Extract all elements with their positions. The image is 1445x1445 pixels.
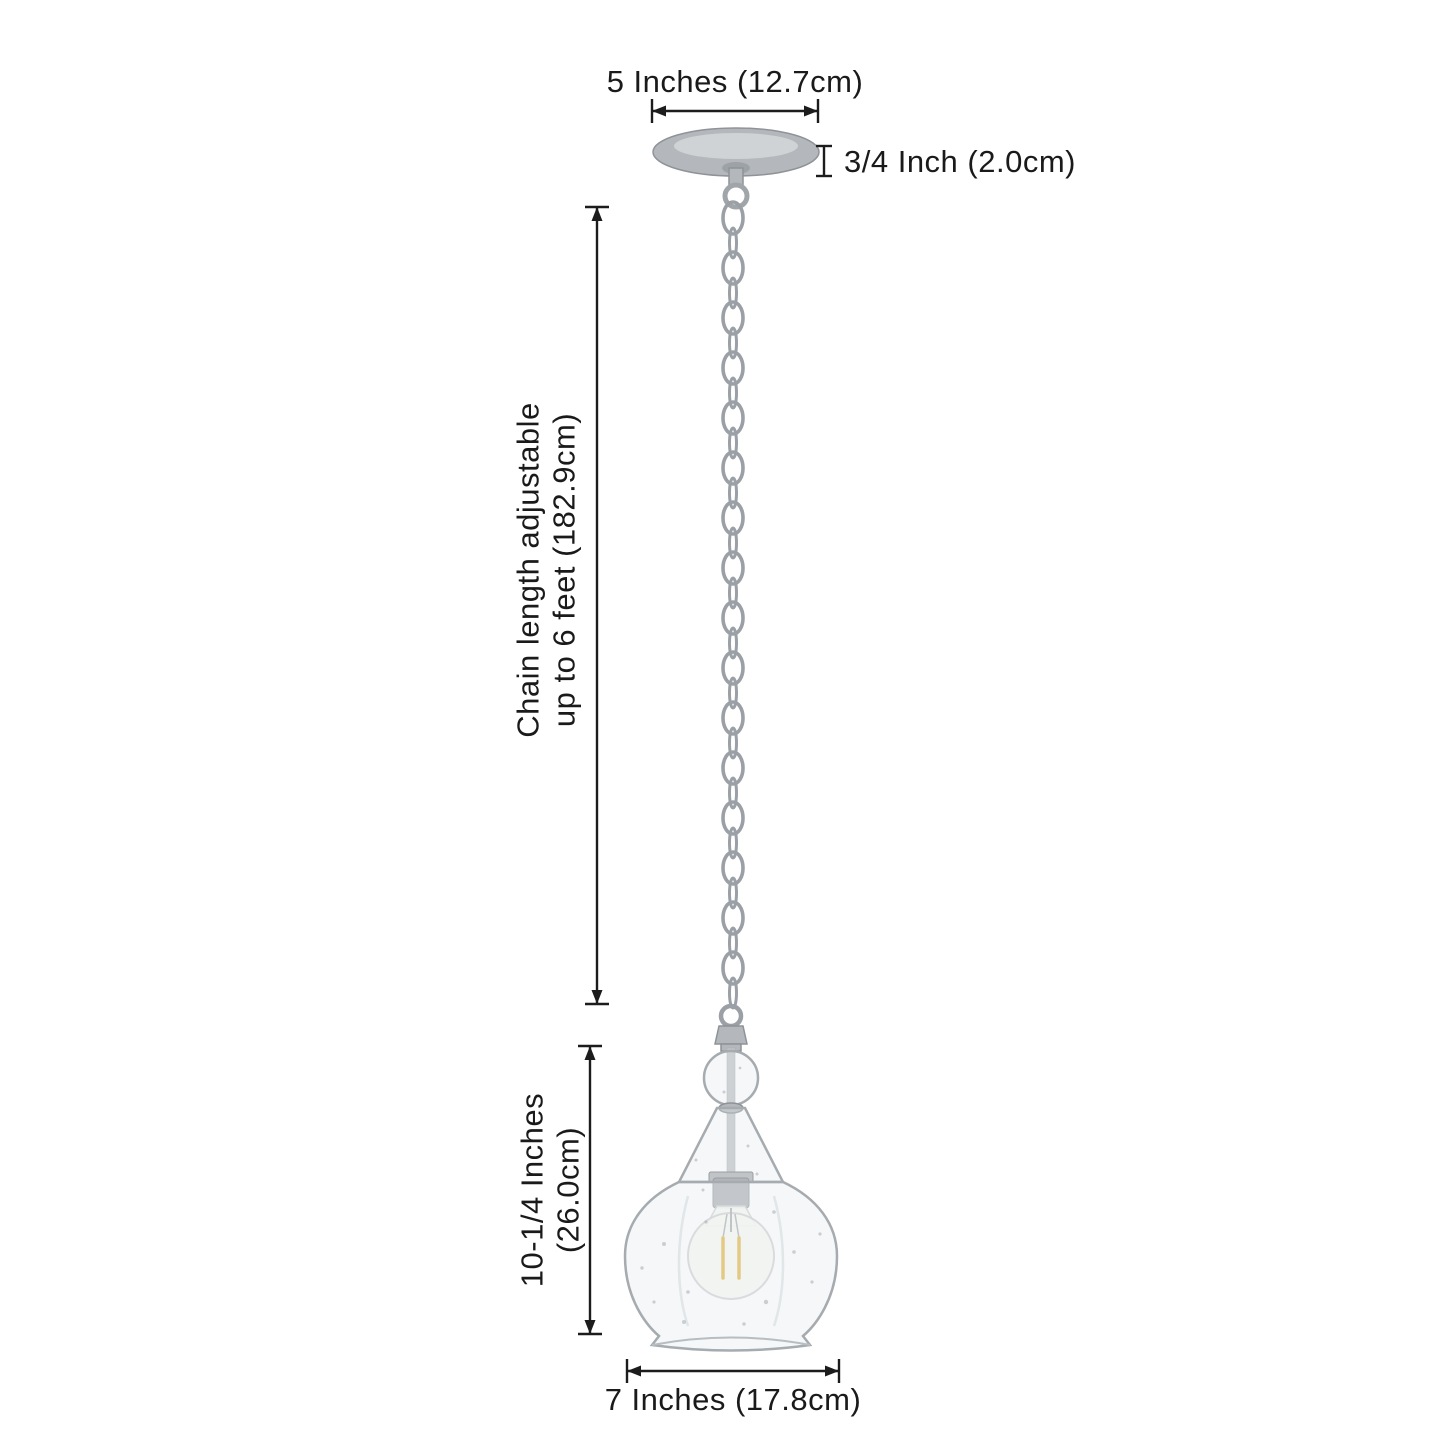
pendant-loop: [718, 1003, 744, 1029]
canopy-width-label: 5 Inches (12.7cm): [607, 64, 864, 99]
canopy-thickness-dimension: 3/4 Inch (2.0cm): [816, 144, 1076, 179]
glass-shade: [623, 1180, 839, 1352]
canopy-loop: [722, 182, 750, 210]
shade-width-label: 7 Inches (17.8cm): [605, 1382, 862, 1417]
ceiling-canopy: [652, 127, 820, 210]
pendant-fixture: [623, 1003, 839, 1352]
shade-height-dimension: 10-1/4 Inches (26.0cm): [515, 1044, 602, 1336]
glass-ball: [702, 1049, 760, 1107]
seed-bubbles: [640, 1066, 822, 1326]
shade-width-dimension: 7 Inches (17.8cm): [605, 1359, 862, 1417]
chain-length-label-line1: Chain length adjustable: [511, 402, 546, 738]
canopy-width-dimension: 5 Inches (12.7cm): [607, 64, 864, 123]
shade-height-label-line1: 10-1/4 Inches: [515, 1093, 550, 1287]
chain: [721, 200, 745, 1010]
light-bulb: [687, 1205, 775, 1300]
pendant-finial: [714, 1025, 748, 1045]
glass-funnel: [676, 1106, 786, 1184]
canopy-thickness-label: 3/4 Inch (2.0cm): [844, 144, 1076, 179]
shade-rim: [651, 1336, 811, 1346]
chain-length-dimension: Chain length adjustable up to 6 feet (18…: [511, 205, 609, 1006]
shade-height-label-line2: (26.0cm): [551, 1127, 586, 1253]
chain-length-label-line2: up to 6 feet (182.9cm): [547, 413, 582, 727]
